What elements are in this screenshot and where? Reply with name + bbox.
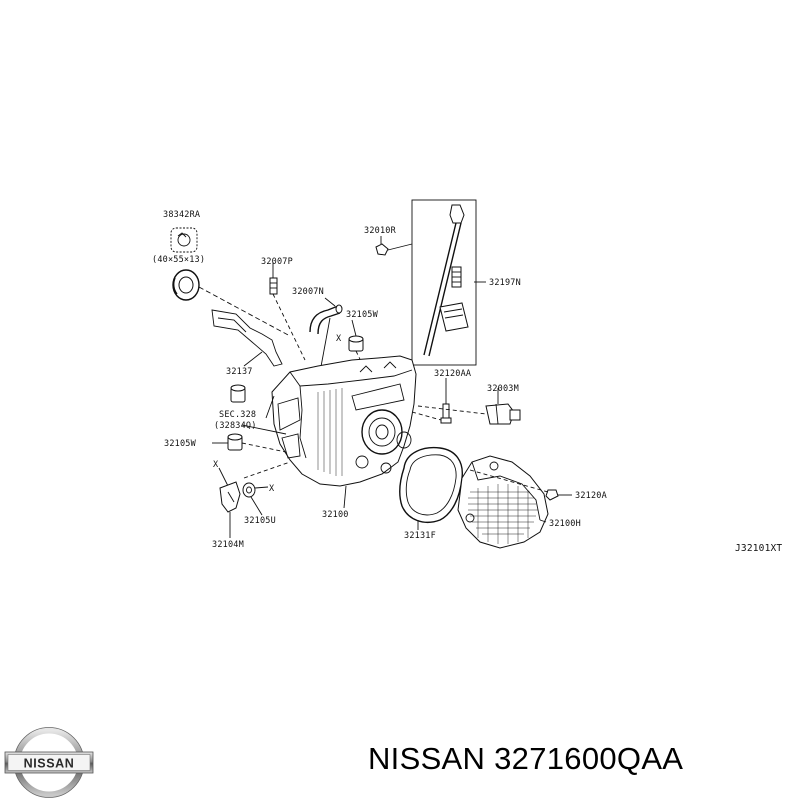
svg-text:X: X [336, 334, 342, 344]
label-32007p: 32007P [261, 257, 293, 267]
label-32120aa: 32120AA [434, 369, 471, 379]
part-labels: 38342RA (40×55×13) 32007P 32007N 32105W … [152, 210, 782, 554]
bolt-32007p [269, 262, 306, 361]
svg-text:X: X [213, 460, 219, 470]
label-32104m: 32104M [212, 540, 244, 550]
svg-text:X: X [269, 484, 275, 494]
label-32010r: 32010R [364, 226, 397, 236]
bearing-38342ra [170, 227, 291, 337]
label-32100: 32100 [322, 510, 349, 520]
bolt-32120a [469, 469, 572, 501]
logo-text: NISSAN [24, 757, 75, 771]
gasket-32137 [211, 309, 283, 367]
diagram-ref-code: J32101XT [735, 543, 782, 554]
label-32003m: 32003M [487, 384, 519, 394]
label-32197n: 32197N [489, 278, 521, 288]
drain-plug-32120aa [411, 378, 452, 424]
label-32100h: 32100H [549, 519, 581, 529]
label-32120a: 32120A [575, 491, 607, 501]
nissan-logo: NISSAN [4, 727, 94, 798]
sensor-32104m: X X [213, 460, 291, 538]
transmission-case-32100 [265, 355, 417, 509]
label-32007n: 32007N [292, 287, 324, 297]
plug-32105w-left [212, 433, 287, 453]
label-32105w-top: 32105W [346, 310, 379, 320]
label-32131f: 32131F [404, 531, 436, 541]
cover-32100h [457, 455, 549, 549]
part-number-caption: NISSAN 3271600QAA [368, 741, 684, 776]
pipe-32007n [309, 297, 343, 373]
label-sec328: SEC.328 [219, 410, 256, 420]
clip-32010r [375, 236, 413, 256]
label-sec-ref: (32834Q) [214, 421, 257, 431]
switch-32003m [417, 388, 521, 425]
label-32137: 32137 [226, 367, 253, 377]
label-38342ra: 38342RA [163, 210, 200, 220]
label-dimension: (40×55×13) [152, 255, 205, 265]
cap-328 [230, 384, 287, 435]
label-32105w-left: 32105W [164, 439, 197, 449]
label-32105u: 32105U [244, 516, 276, 526]
gasket-32131f [399, 446, 463, 530]
gauge-box-32197n [411, 199, 486, 366]
